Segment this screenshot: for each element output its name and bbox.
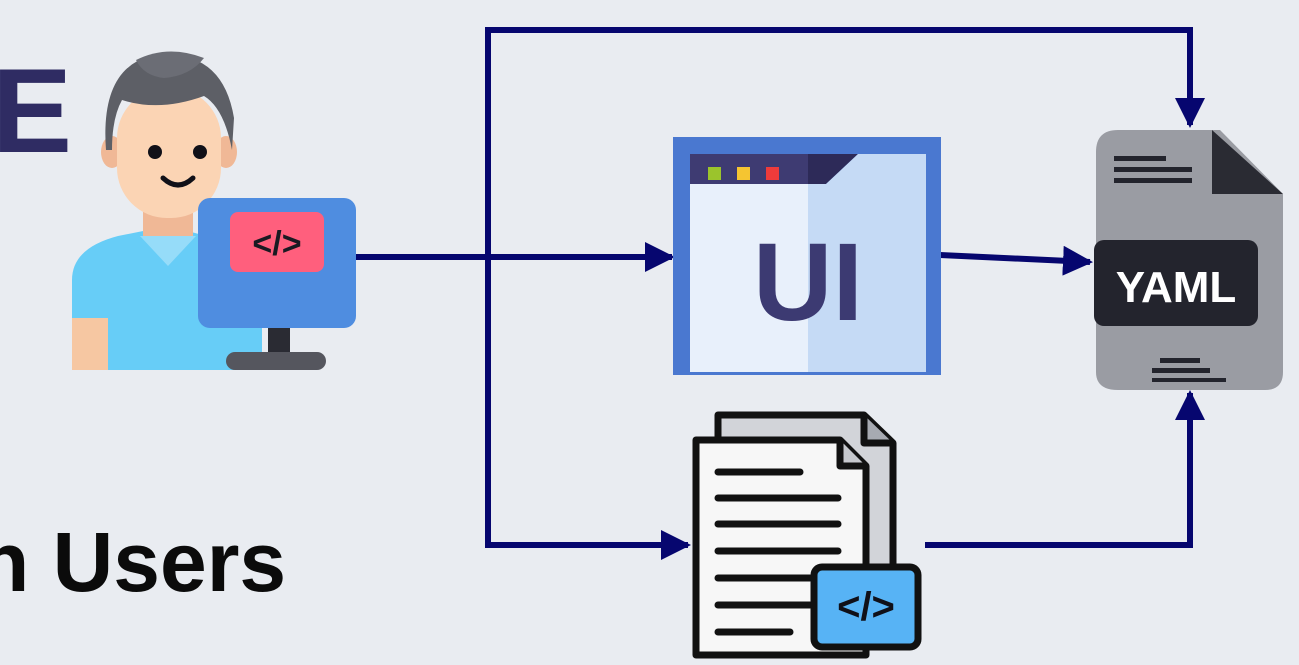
arrow-ui-to-yaml [939,245,1093,276]
users-heading: n Users [0,515,287,609]
ui-window-panel [808,184,926,372]
developer-icon: </> [72,51,356,370]
connectors [350,27,1205,560]
document-lines [714,468,842,636]
arrow-document-to-yaml [925,390,1205,548]
code-badge-blue [810,563,922,651]
heading-fragment: E [0,44,73,178]
window-dot-red [766,167,779,180]
developer-hair [105,54,234,150]
arrow-top-to-yaml [485,27,1205,257]
yaml-label: YAML [1116,263,1237,312]
ui-window-label: UI [753,221,863,344]
yaml-label-band [1094,240,1258,326]
document-code-tag: </> [837,585,895,629]
developer-code-tag: </> [252,225,301,263]
developer-face [117,88,221,218]
window-dot-green [708,167,721,180]
ui-window-icon: UI [673,137,941,375]
window-dot-yellow [737,167,750,180]
code-badge [230,212,324,272]
yaml-file-icon: YAML [1094,130,1283,390]
arrow-down-to-document [485,257,691,560]
code-document-icon: </> [692,411,922,659]
